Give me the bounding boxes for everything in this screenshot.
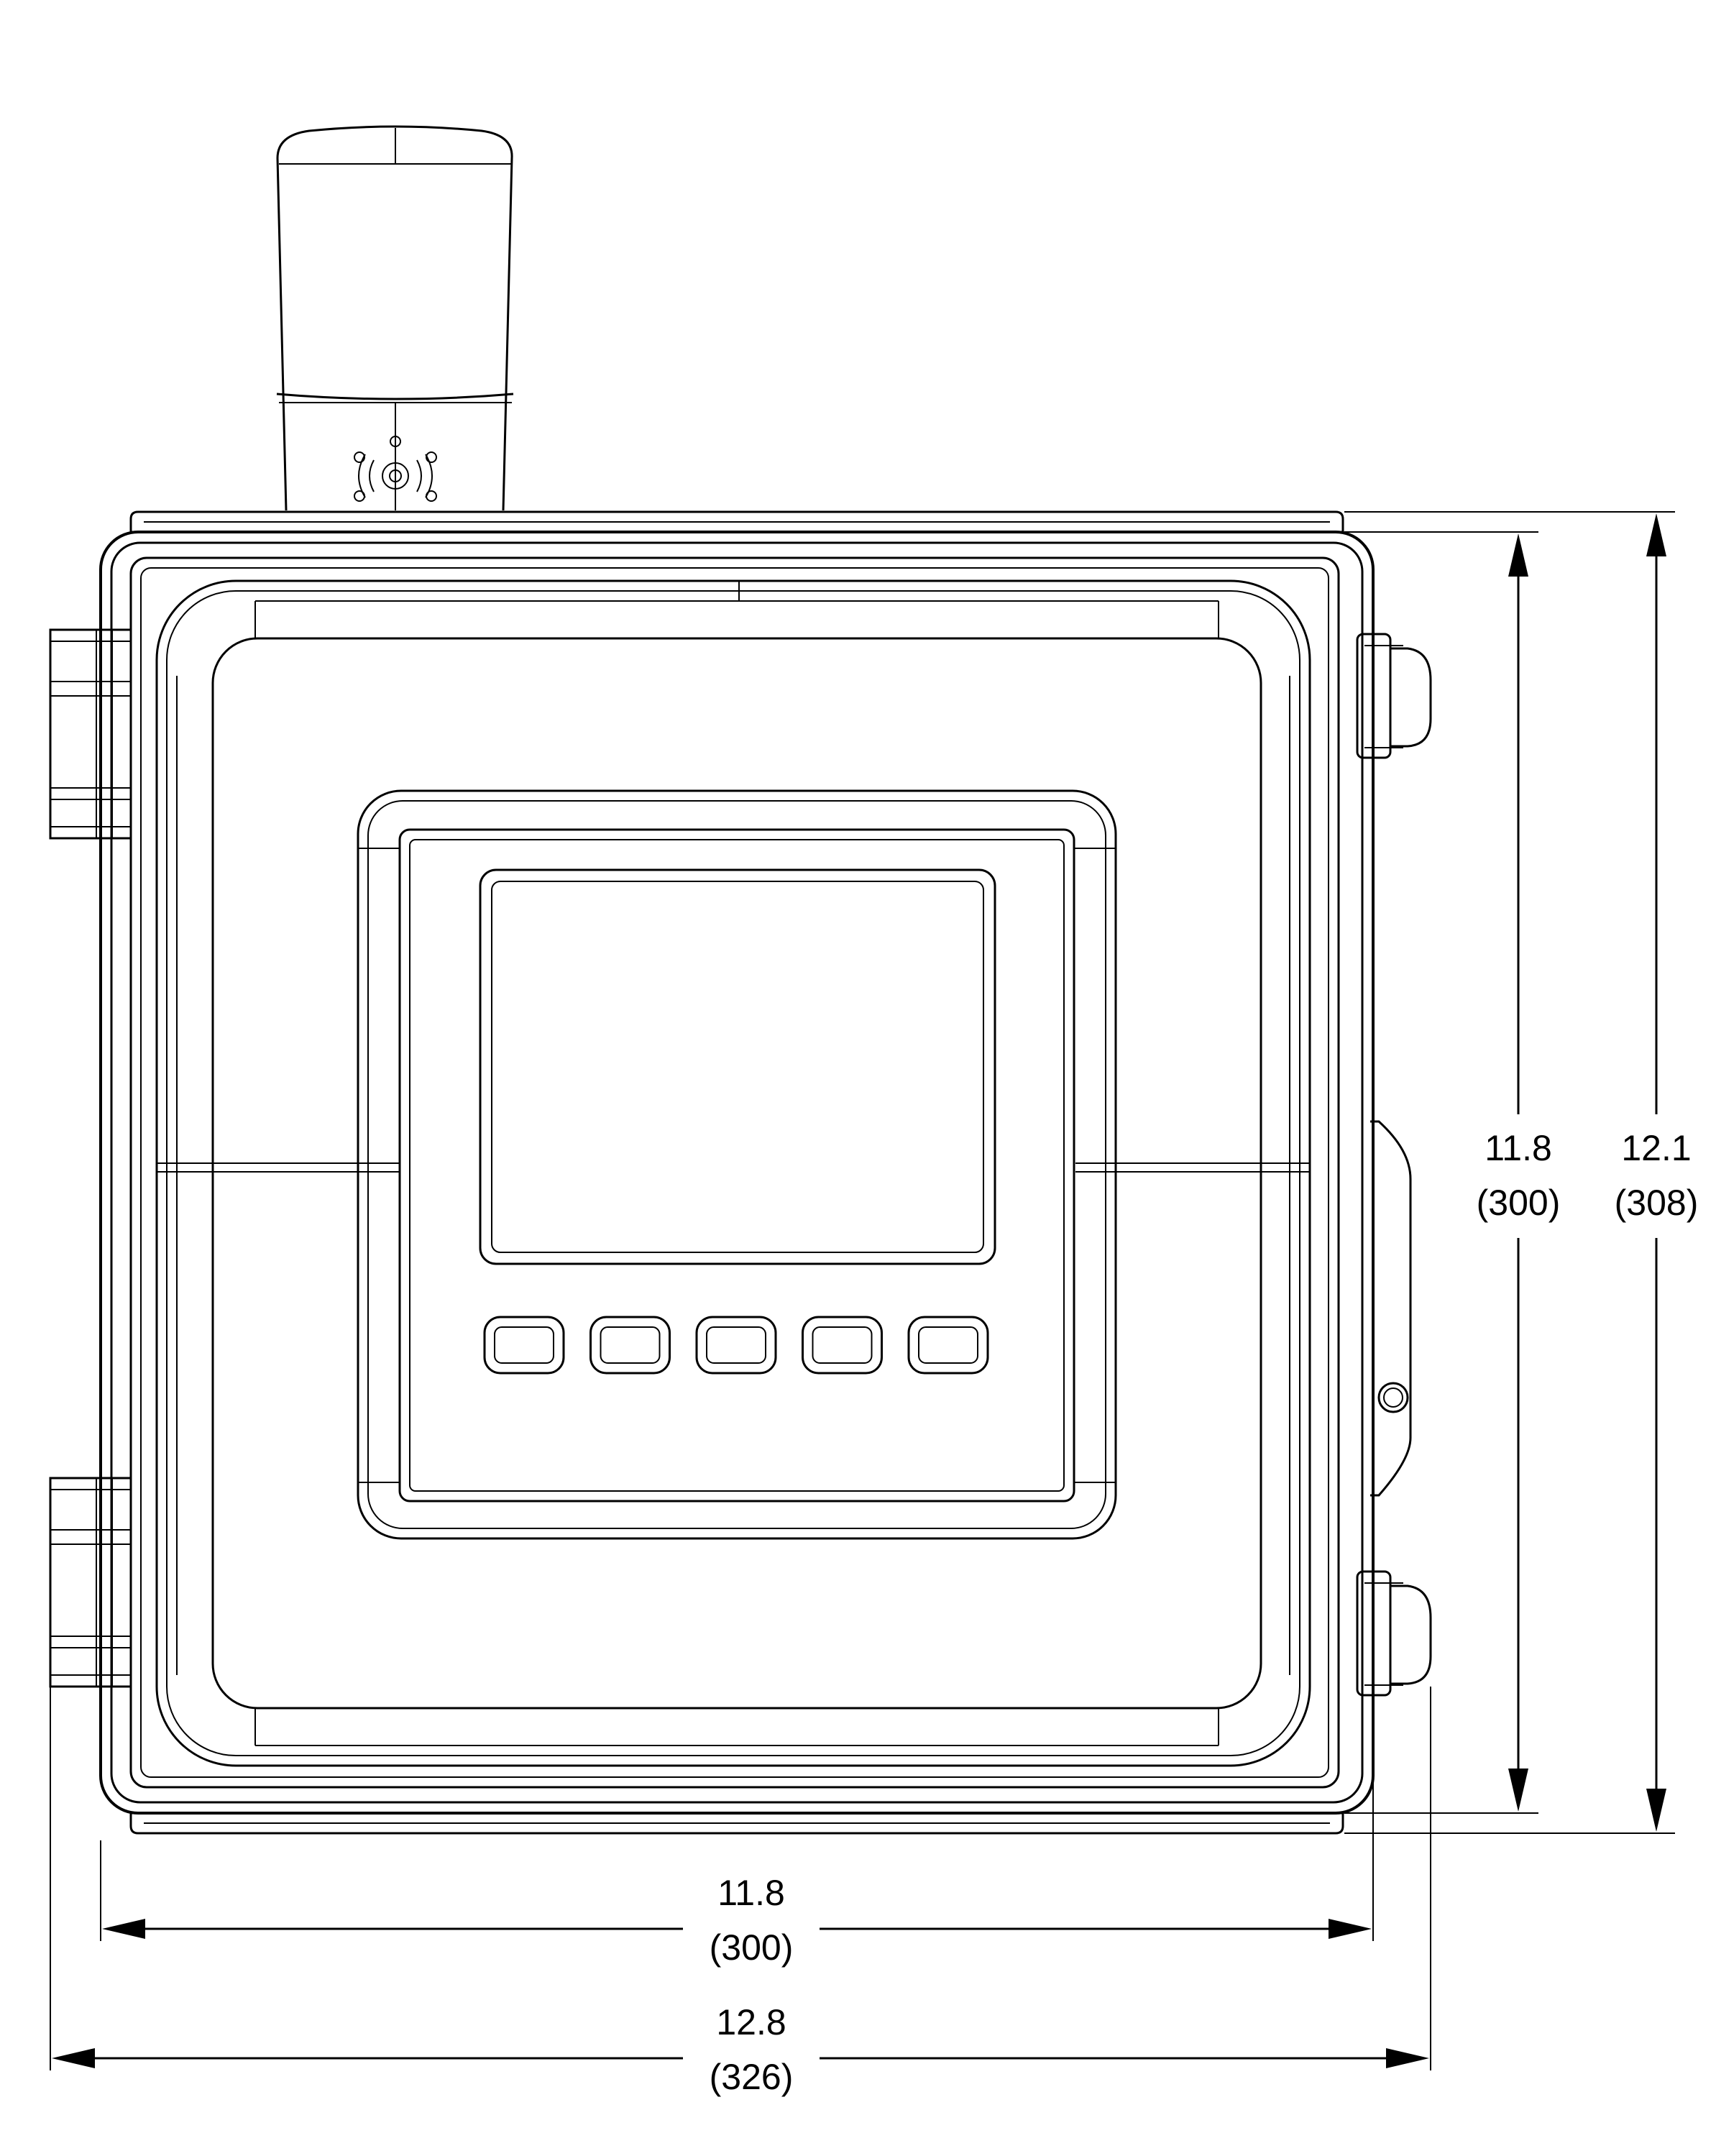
side-lock-tab [1370,1120,1412,1497]
display-screen [479,868,996,1265]
dimension-overall-height: 12.1 (308) [1615,513,1699,1832]
latch-top-right [1356,633,1432,759]
dimension-body-width: 11.8 (300) [102,1873,1372,1968]
keypad-button-face [812,1326,873,1364]
keypad-button-face [918,1326,978,1364]
keypad-button-1 [483,1316,565,1375]
keypad-button-face [494,1326,554,1364]
keypad-button-2 [589,1316,671,1375]
body-width-metric: (300) [710,1927,794,1968]
keypad-button-face [600,1326,661,1364]
keypad-button-5 [907,1316,989,1375]
hinge-bottom-left [49,1477,132,1688]
keypad-button-3 [695,1316,777,1375]
body-width-value: 11.8 [717,1873,785,1913]
dimension-overall-width: 12.8 (326) [52,2002,1429,2097]
keypad-button-4 [802,1316,883,1375]
overall-height-metric: (308) [1615,1183,1699,1223]
latch-bottom-right [1356,1570,1432,1697]
overall-height-value: 12.1 [1621,1128,1691,1168]
wireless-signal-icon [354,436,437,502]
display-module [357,789,1117,1540]
enclosure-body [99,510,1375,1835]
overall-width-value: 12.8 [716,2002,786,2042]
keypad-button-face [706,1326,766,1364]
beacon-light [276,125,514,511]
overall-width-metric: (326) [710,2057,794,2097]
display-buttons [483,1316,989,1375]
dimension-inner-height: 11.8 (300) [1477,533,1561,1812]
inner-height-metric: (300) [1477,1183,1561,1223]
hinge-top-left [49,628,132,840]
inner-height-value: 11.8 [1485,1128,1552,1168]
